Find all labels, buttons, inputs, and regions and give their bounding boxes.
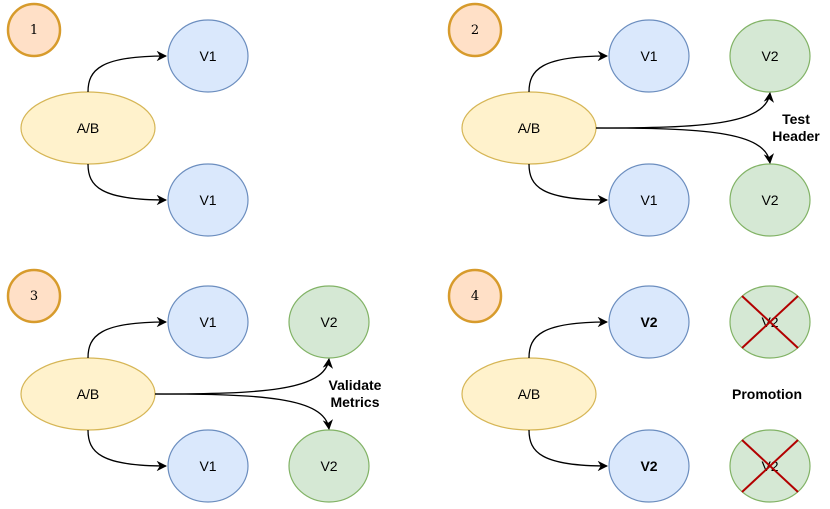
top-node: V2 [608, 285, 690, 359]
top-node-label: V1 [640, 48, 657, 64]
step-badge: 1 [6, 2, 62, 58]
edge-to-top [528, 50, 609, 93]
step-badge-circle [6, 268, 62, 324]
right-bottom-node: V2 [729, 163, 811, 237]
step-badge-circle [447, 268, 503, 324]
bottom-node: V1 [608, 163, 690, 237]
top-node-label: V2 [640, 314, 657, 330]
bottom-node: V1 [167, 429, 249, 503]
ab-label: A/B [77, 386, 100, 402]
right-bottom-node-removed: V2 [729, 429, 811, 503]
step-number: 2 [471, 23, 479, 38]
top-node: V1 [608, 19, 690, 93]
edge-to-right-top [154, 357, 333, 395]
edge-to-bottom [528, 163, 609, 206]
cross-line [741, 439, 799, 493]
edge-to-right-bottom [154, 393, 333, 431]
bottom-node-ellipse [608, 429, 690, 503]
edge-to-bottom [87, 429, 168, 472]
edge-to-right-top [595, 91, 774, 129]
ab-label: A/B [518, 120, 541, 136]
ab-node: A/B [461, 91, 597, 165]
step-badge: 2 [447, 2, 503, 58]
step-badge: 3 [6, 268, 62, 324]
step-badge-circle [447, 2, 503, 58]
right-top-node: V2 [729, 19, 811, 93]
edge-to-bottom [87, 163, 168, 206]
bottom-node-ellipse [167, 429, 249, 503]
edge-to-top [528, 316, 609, 359]
bottom-node-ellipse [608, 163, 690, 237]
top-node: V1 [167, 19, 249, 93]
right-bottom-node-label: V2 [320, 458, 337, 474]
right-bottom-node: V2 [288, 429, 370, 503]
ab-label: A/B [77, 120, 100, 136]
bottom-node-ellipse [167, 163, 249, 237]
ab-node: A/B [20, 91, 156, 165]
right-top-node: V2 [288, 285, 370, 359]
promotion-label: Promotion [732, 386, 802, 402]
bottom-node: V1 [167, 163, 249, 237]
top-node: V1 [167, 285, 249, 359]
top-node-label: V1 [199, 48, 216, 64]
top-node-ellipse [167, 19, 249, 93]
top-node-ellipse [167, 285, 249, 359]
top-node-ellipse [608, 19, 690, 93]
step-badge-circle [6, 2, 62, 58]
right-top-node-removed: V2 [729, 285, 811, 359]
cross-line [741, 295, 799, 349]
ab-node: A/B [461, 357, 597, 431]
edge-label-line: Validate [329, 377, 382, 393]
right-bottom-node-label: V2 [761, 192, 778, 208]
bottom-node-label: V1 [640, 192, 657, 208]
edge-label-line: Metrics [330, 394, 379, 410]
step-number: 3 [30, 289, 38, 304]
bottom-node-label: V1 [199, 458, 216, 474]
step-number: 4 [471, 289, 479, 304]
bottom-node-label: V2 [640, 458, 657, 474]
edge-to-top [87, 50, 168, 93]
edge-to-right-bottom [595, 127, 774, 165]
top-node-ellipse [608, 285, 690, 359]
bottom-node: V2 [608, 429, 690, 503]
right-top-node-label: V2 [761, 48, 778, 64]
edge-to-bottom [528, 429, 609, 472]
step-badge: 4 [447, 268, 503, 324]
right-top-node-label: V2 [320, 314, 337, 330]
edge-label-line: Header [772, 128, 820, 144]
top-node-label: V1 [199, 314, 216, 330]
edge-label-line: Test [782, 111, 810, 127]
panel-4: 4A/BV2V2V2V2Promotion [447, 268, 811, 503]
bottom-node-label: V1 [199, 192, 216, 208]
step-number: 1 [30, 23, 38, 38]
ab-label: A/B [518, 386, 541, 402]
edge-to-top [87, 316, 168, 359]
ab-node: A/B [20, 357, 156, 431]
